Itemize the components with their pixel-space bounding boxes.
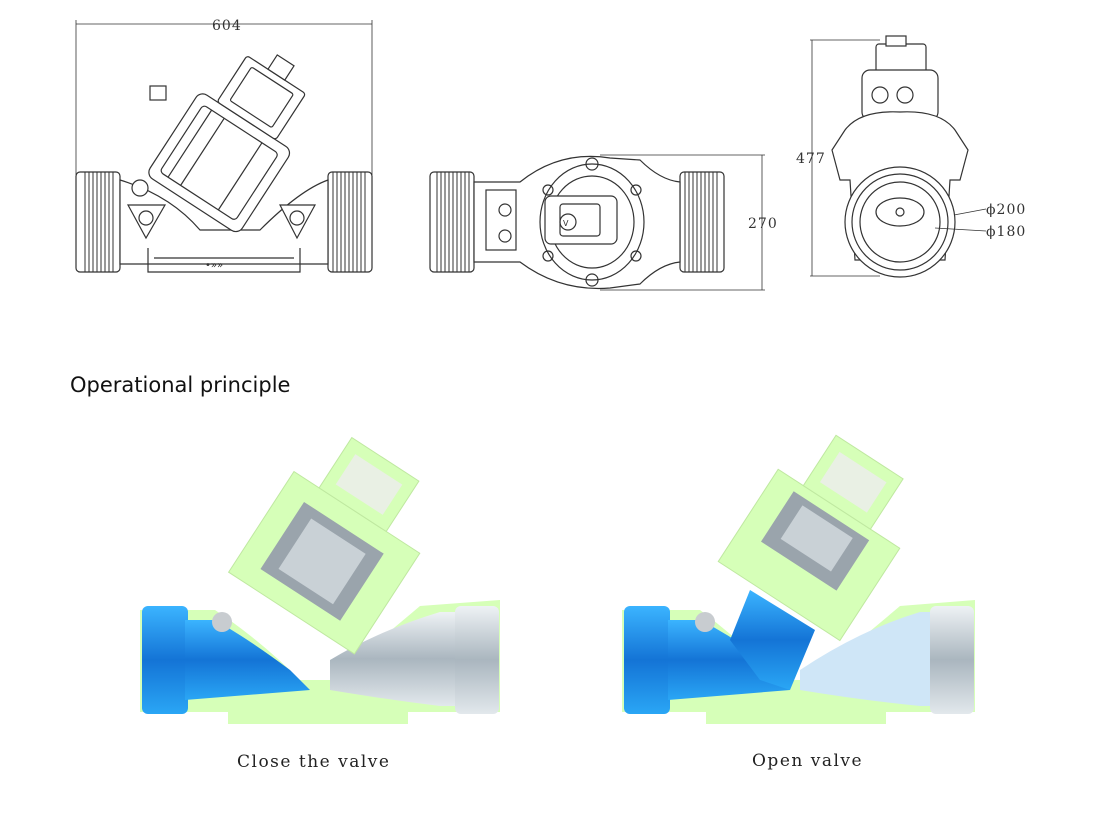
section-title: Operational principle: [70, 373, 291, 397]
inner-diameter-label: ϕ180: [986, 224, 1026, 240]
open-valve-cutaway: [622, 434, 975, 724]
top-view-drawing: V: [429, 154, 765, 291]
depth-dimension-label: 270: [748, 216, 778, 232]
closed-valve-cutaway: [140, 436, 500, 724]
open-valve-caption: Open valve: [752, 751, 864, 771]
closed-valve-caption: Close the valve: [237, 752, 391, 772]
side-view-drawing: •»»: [75, 20, 373, 273]
outer-diameter-label: ϕ200: [986, 202, 1026, 218]
end-view-drawing: [810, 35, 987, 278]
height-dimension-label: 477: [796, 151, 826, 167]
width-dimension-label: 604: [212, 18, 242, 34]
svg-text:•»»: •»»: [205, 260, 223, 271]
svg-text:V: V: [563, 219, 569, 228]
